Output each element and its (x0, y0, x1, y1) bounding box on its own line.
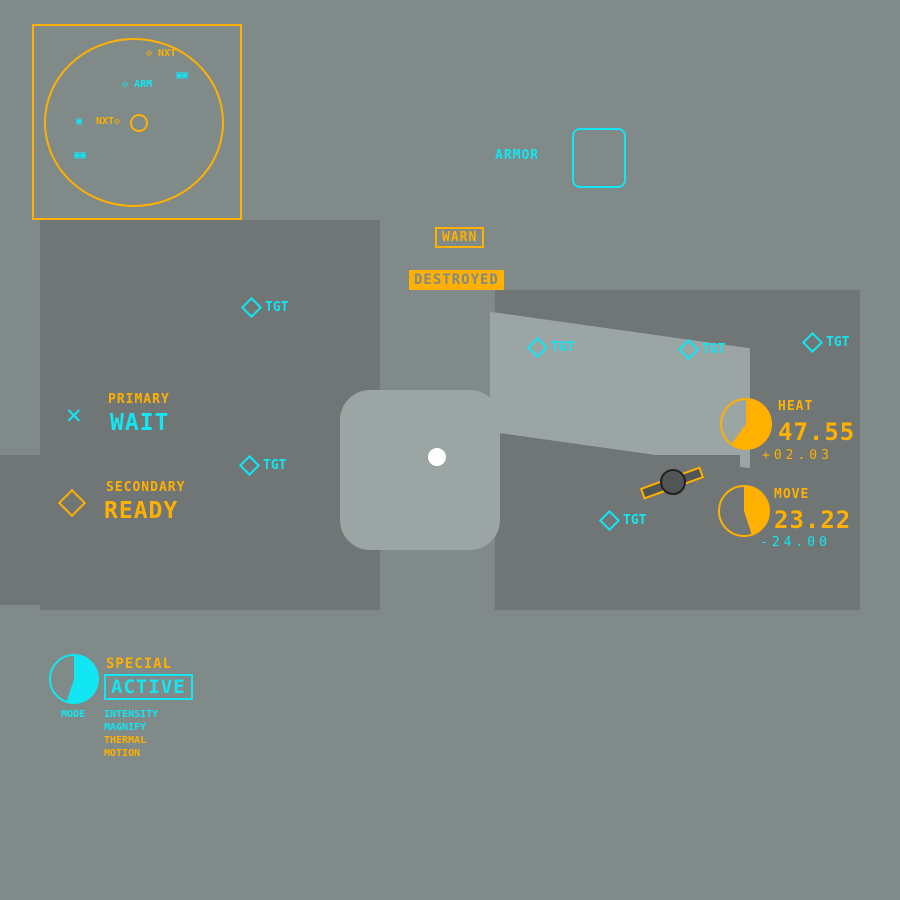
destroyed-alert: DESTROYED (409, 270, 504, 290)
warn-alert: WARN (435, 227, 485, 248)
diamond-icon (598, 509, 621, 532)
marker-label: NXT (96, 116, 115, 127)
ally-icon: ▣ (76, 116, 83, 127)
move-value: 23.22 (774, 506, 852, 534)
target-marker[interactable]: TGT (238, 454, 287, 477)
minimap[interactable]: ◇ NXT ◇ ARM NXT◇ ▣ ▣▣ ▣▣ (32, 24, 242, 220)
diamond-icon (801, 331, 824, 354)
target-marker[interactable]: TGT (598, 509, 647, 532)
diamond-icon (240, 296, 263, 319)
minimap-marker-arm: ◇ ARM (122, 79, 153, 90)
armor-pickup-icon (572, 128, 626, 188)
special-dial (49, 654, 99, 704)
target-marker[interactable]: TGT (240, 296, 289, 319)
move-delta: -24.00 (760, 535, 831, 550)
target-marker[interactable]: TGT (801, 331, 850, 354)
mode-option-intensity[interactable]: INTENSITY (104, 709, 159, 720)
primary-status: WAIT (110, 410, 170, 436)
mode-option-magnify[interactable]: MAGNIFY (104, 722, 147, 733)
special-label: SPECIAL (106, 656, 173, 672)
primary-label: PRIMARY (108, 392, 170, 407)
heat-dial (720, 398, 772, 450)
secondary-status: READY (104, 498, 179, 524)
minimap-marker-nxt-2: NXT◇ (96, 116, 121, 127)
mode-option-motion[interactable]: MOTION (104, 748, 141, 759)
minimap-marker-nxt: ◇ NXT (146, 48, 177, 59)
player-mech (639, 465, 705, 500)
armor-alert: ARMOR (495, 148, 540, 163)
target-label: TGT (551, 340, 575, 355)
target-marker[interactable]: TGT (677, 338, 726, 361)
target-label: TGT (623, 513, 647, 528)
marker-label: ARM (134, 79, 153, 90)
cross-icon: ✕ (66, 400, 82, 430)
heat-label: HEAT (778, 399, 814, 414)
heat-value: 47.55 (778, 418, 856, 446)
diamond-icon (238, 454, 261, 477)
move-dial (718, 485, 770, 537)
target-label: TGT (263, 458, 287, 473)
target-label: TGT (265, 300, 289, 315)
mode-option-thermal[interactable]: THERMAL (104, 735, 147, 746)
special-status: ACTIVE (104, 674, 193, 700)
heat-delta: +02.03 (762, 448, 833, 463)
move-label: MOVE (774, 487, 810, 502)
player-position-icon (130, 114, 148, 132)
ally-icon: ▣▣ (74, 150, 87, 161)
marker-label: NXT (158, 48, 177, 59)
target-marker[interactable]: TGT (526, 336, 575, 359)
secondary-label: SECONDARY (106, 480, 186, 495)
ally-icon: ▣▣ (176, 70, 189, 81)
diamond-icon (526, 336, 549, 359)
mode-label: MODE (61, 709, 86, 720)
target-label: TGT (702, 342, 726, 357)
minimap-radar (44, 38, 224, 207)
diamond-icon (677, 338, 700, 361)
target-label: TGT (826, 335, 850, 350)
explosion-effect (428, 448, 446, 466)
